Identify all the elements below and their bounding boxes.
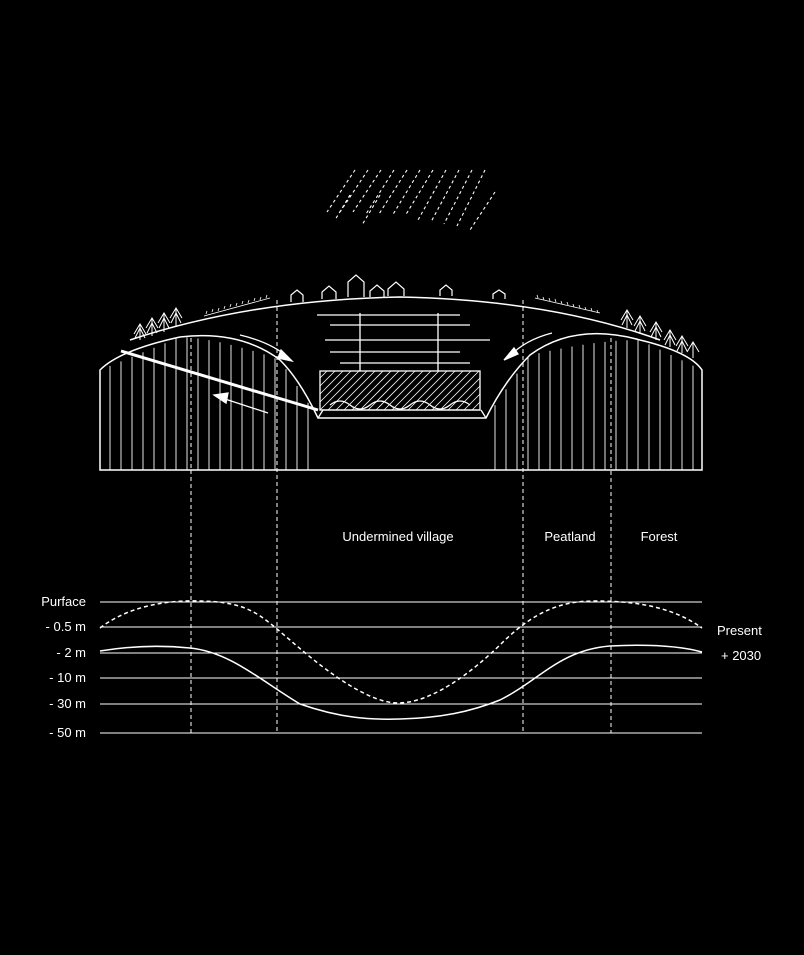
depth-label-5: - 50 m bbox=[49, 725, 86, 740]
legend-present: Present bbox=[717, 623, 762, 638]
block-hatch-line bbox=[431, 370, 472, 411]
cross-section bbox=[99, 296, 703, 471]
depth-label-3: - 10 m bbox=[49, 670, 86, 685]
zone-dividers bbox=[190, 300, 612, 733]
block-hatch-line bbox=[319, 370, 352, 403]
depth-label-0: Purface bbox=[41, 594, 86, 609]
block-hatch-line bbox=[327, 370, 368, 411]
block-hatch-line bbox=[391, 370, 432, 411]
block-hatch-line bbox=[343, 370, 384, 411]
block-hatch-line bbox=[367, 370, 408, 411]
block-hatch-line bbox=[351, 370, 392, 411]
future-water-table bbox=[99, 644, 703, 720]
block-hatch-line bbox=[423, 370, 464, 411]
zone-label-peatland: Peatland bbox=[544, 529, 595, 544]
house-icon bbox=[290, 274, 506, 302]
block-hatch-line bbox=[375, 370, 416, 411]
depth-gridlines bbox=[100, 601, 702, 734]
zone-label-village: Undermined village bbox=[342, 529, 453, 544]
block-hatch-line bbox=[415, 370, 456, 411]
village-block bbox=[317, 313, 490, 419]
block-hatch-line bbox=[439, 370, 480, 411]
block-hatch-line bbox=[399, 370, 440, 411]
block-hatch-line bbox=[359, 370, 400, 411]
block-hatch-line bbox=[463, 393, 481, 411]
legend-future: + 2030 bbox=[721, 648, 761, 663]
block-hatch-line bbox=[471, 401, 481, 411]
block-hatch-line bbox=[447, 377, 481, 411]
block-hatch-line bbox=[319, 370, 360, 411]
zone-label-forest: Forest bbox=[641, 529, 678, 544]
block-hatch-line bbox=[455, 385, 481, 411]
depth-label-1: - 0.5 m bbox=[46, 619, 86, 634]
block-hatch-line bbox=[335, 370, 376, 411]
block-hatch-line bbox=[383, 370, 424, 411]
depth-label-2: - 2 m bbox=[56, 645, 86, 660]
present-water-table bbox=[99, 600, 703, 704]
block-hatch-line bbox=[319, 370, 328, 379]
depth-label-4: - 30 m bbox=[49, 696, 86, 711]
tree-icon bbox=[620, 309, 700, 358]
block-hatch-line bbox=[319, 370, 336, 387]
block-hatch-line bbox=[407, 370, 448, 411]
flow-arrow-icon bbox=[212, 332, 553, 414]
rain-icon bbox=[326, 169, 496, 231]
tree-icon bbox=[133, 307, 183, 340]
peat-grass bbox=[203, 294, 601, 317]
drain-pipe bbox=[120, 349, 319, 412]
block-hatch-line bbox=[319, 370, 344, 395]
